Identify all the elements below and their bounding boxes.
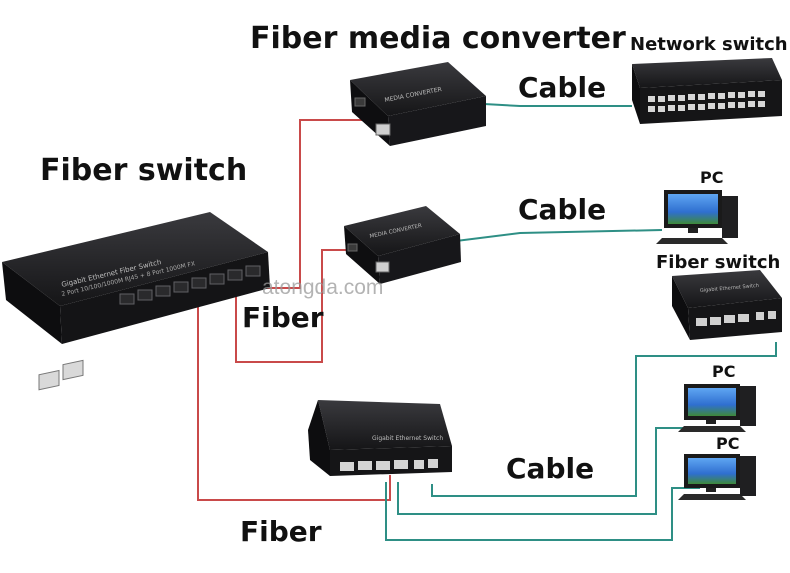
label-pc-middle: PC — [712, 362, 736, 381]
label-media-converter: Fiber media converter — [250, 21, 626, 56]
cable-links — [385, 103, 777, 541]
network-switch — [632, 58, 782, 124]
converter-top-rj45 — [375, 123, 391, 136]
pc-bottom — [678, 454, 756, 500]
cable-line-to-network-switch — [483, 103, 632, 107]
cable-line-to-fiber-switch — [431, 342, 777, 497]
cable-line-to-pc-top — [431, 229, 663, 245]
pc-top — [656, 190, 738, 244]
label-cable-middle: Cable — [518, 193, 607, 226]
label-cable-bottom: Cable — [506, 452, 595, 485]
small-fiber-switch: Gigabit Ethernet Switch — [672, 270, 782, 340]
gigabit-ethernet-switch: Gigabit Ethernet Switch — [308, 400, 452, 476]
media-converter-middle: MEDIA CONVERTER — [344, 206, 461, 284]
label-fiber-upper: Fiber — [242, 301, 324, 334]
ethernet-switch-face-text: Gigabit Ethernet Switch — [372, 435, 443, 442]
label-pc-top: PC — [700, 168, 724, 187]
label-cable-top: Cable — [518, 71, 607, 104]
pc-middle — [678, 384, 756, 432]
cable-line-to-pc-middle — [397, 427, 700, 515]
watermark: atongda.com — [262, 276, 384, 299]
media-converter-top: MEDIA CONVERTER — [350, 62, 486, 146]
cable-line-to-pc-bottom — [385, 482, 700, 541]
converter-middle-rj45 — [375, 261, 390, 273]
main-fiber-switch: Gigabit Ethernet Fiber Switch 2 Port 10/… — [2, 212, 270, 391]
fiber-line-to-ethernet-switch — [197, 300, 391, 501]
network-switch-ports — [648, 91, 765, 112]
label-fiber-switch-small: Fiber switch — [656, 252, 781, 273]
main-switch-rj45-ports — [38, 359, 84, 391]
label-pc-bottom: PC — [716, 434, 740, 453]
converter-top-fiber-port — [354, 97, 366, 107]
converter-middle-fiber-port — [347, 243, 358, 252]
small-fiber-switch-face-text: Gigabit Ethernet Switch — [700, 283, 760, 294]
main-switch-sfp-ports — [119, 265, 261, 305]
small-fiber-switch-ports — [696, 311, 776, 326]
label-fiber-switch-main: Fiber switch — [40, 153, 248, 188]
label-network-switch: Network switch — [630, 34, 788, 55]
label-fiber-lower: Fiber — [240, 515, 322, 548]
ethernet-switch-ports — [340, 459, 438, 471]
